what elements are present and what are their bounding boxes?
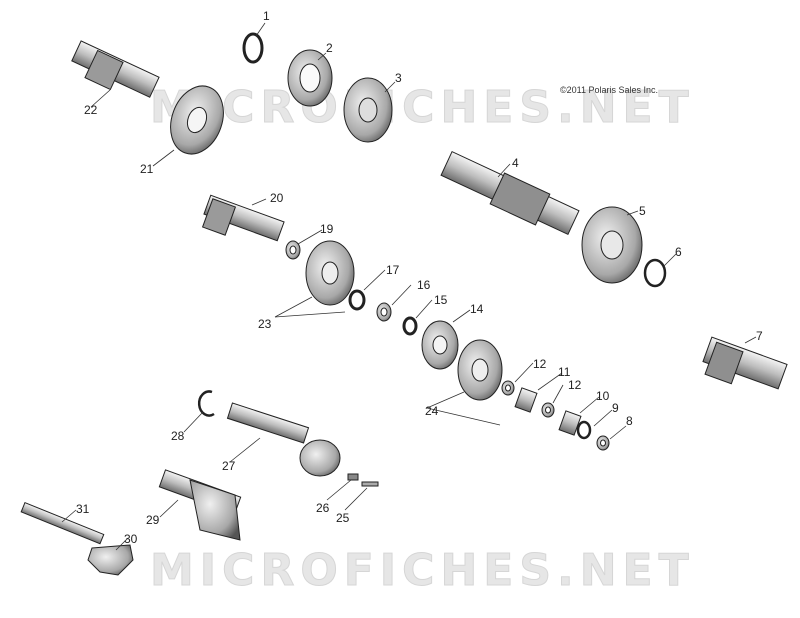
callout-9: 9 [612,401,619,415]
callout-6: 6 [675,245,682,259]
part-29-fork-assembly[interactable] [158,469,242,541]
callout-25: 25 [336,511,350,525]
callout-labels: 1 2 3 4 5 6 7 8 9 10 11 12 12 14 15 16 1… [76,9,763,546]
part-14-collar[interactable] [421,320,459,370]
callout-8: 8 [626,414,633,428]
callout-1: 1 [263,9,270,23]
part-7-shaft[interactable] [702,336,788,390]
part-2-bearing[interactable] [287,49,333,107]
callout-28: 28 [171,429,185,443]
callout-16: 16 [417,278,431,292]
part-16-washer[interactable] [376,302,392,322]
part-1-snap-ring[interactable] [242,32,264,64]
part-22-shaft[interactable] [71,40,160,98]
callout-2: 2 [326,41,333,55]
part-19-washer[interactable] [285,240,301,260]
callout-4: 4 [512,156,519,170]
part-9-ring[interactable] [576,420,592,440]
callout-30: 30 [124,532,138,546]
callout-19: 19 [320,222,334,236]
part-5-gear[interactable] [581,206,643,284]
part-26-pin[interactable] [347,473,359,481]
part-15-ring[interactable] [402,316,418,336]
part-23-gear[interactable] [305,240,355,306]
callout-14: 14 [470,302,484,316]
callout-20: 20 [270,191,284,205]
part-24-gear[interactable] [457,339,503,401]
part-11-bushing[interactable] [514,387,538,413]
callout-24: 24 [425,404,439,418]
part-8-washer[interactable] [596,435,610,451]
callout-21: 21 [140,162,154,176]
callout-31: 31 [76,502,90,516]
callout-11: 11 [558,365,571,379]
callout-26: 26 [316,501,330,515]
callout-22: 22 [84,103,98,117]
part-31-rod[interactable] [20,501,105,545]
part-28-clip[interactable] [197,390,215,417]
callout-3: 3 [395,71,402,85]
callout-5: 5 [639,204,646,218]
part-21-gear[interactable] [162,79,233,162]
callout-12a: 12 [533,357,547,371]
callout-10: 10 [596,389,610,403]
part-6-ring[interactable] [643,258,667,288]
watermark-top: MICROFICHES.NET [150,82,695,133]
callout-23: 23 [258,317,272,331]
leader-lines [61,22,757,551]
part-17-ring[interactable] [348,289,366,311]
callout-27: 27 [222,459,236,473]
part-12b-washer[interactable] [541,402,555,418]
part-3-gear[interactable] [343,77,393,143]
watermark-bottom: MICROFICHES.NET [150,545,695,596]
callout-12b: 12 [568,378,582,392]
part-10-bushing[interactable] [558,410,582,436]
callout-15: 15 [434,293,448,307]
part-20-shaft[interactable] [201,194,285,242]
part-12a-washer[interactable] [501,380,515,396]
copyright-notice: ©2011 Polaris Sales Inc. [560,85,659,95]
part-27-shift-drum[interactable] [226,402,341,477]
callout-29: 29 [146,513,160,527]
part-25-spring[interactable] [361,481,379,487]
callout-17: 17 [386,263,400,277]
part-4-shaft[interactable] [440,150,580,236]
part-30-shift-fork[interactable] [87,544,134,576]
callout-7: 7 [756,329,763,343]
